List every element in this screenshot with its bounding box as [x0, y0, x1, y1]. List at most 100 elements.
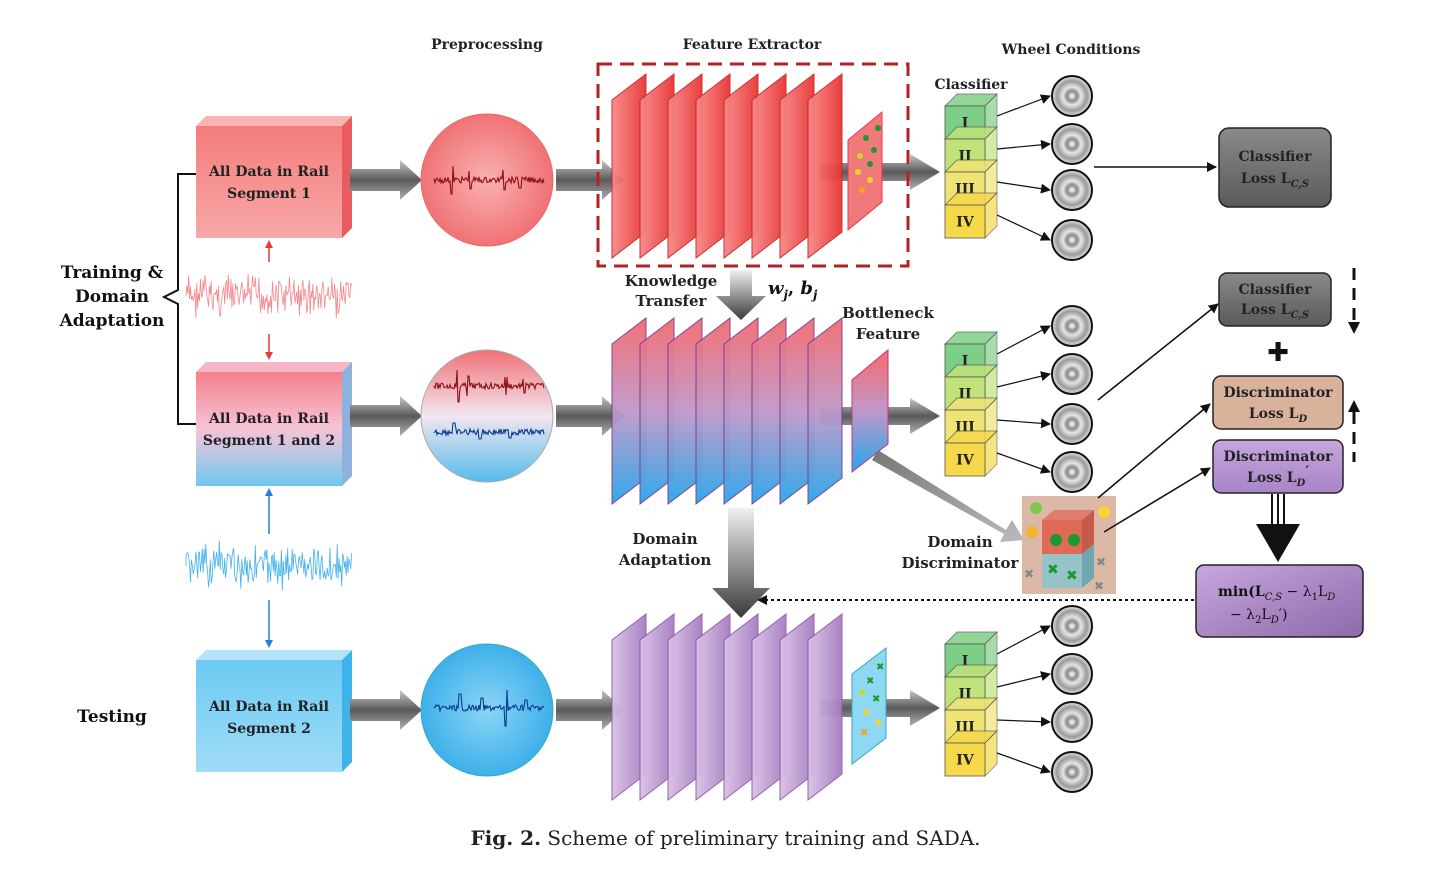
bottleneck-line2: Feature — [856, 325, 920, 343]
raw-signal-blue — [185, 540, 352, 591]
objective-arrow — [1256, 494, 1300, 562]
caption-label: Fig. 2. — [470, 826, 542, 850]
svg-text:✖: ✖ — [860, 728, 868, 739]
svg-text:✖: ✖ — [866, 676, 874, 687]
class-cube-IV: IV — [944, 430, 998, 477]
svg-text:wj, bj: wj, bj — [768, 278, 818, 302]
segment-2-line1: All Data in Rail — [208, 699, 329, 715]
wheel-icon — [996, 701, 1093, 743]
feature-plane-target: ✖ ✖ ✖ ✖ ✖ ✖ ✖ — [851, 646, 887, 766]
arrow-to-discriminator-loss — [1097, 403, 1211, 499]
raw-signal-red — [185, 274, 352, 319]
class-label-I: I — [962, 654, 969, 670]
class-cube-IV: IV — [944, 730, 998, 777]
objective-line2: − λ2LD′) — [1230, 607, 1287, 626]
bottleneck-feature-plane — [851, 348, 889, 474]
wheel-icon — [996, 214, 1093, 261]
objective-box: min(LC,S − λ1LD − λ2LD′) — [1195, 564, 1364, 638]
class-label-I: I — [962, 116, 969, 132]
svg-text:✖: ✖ — [874, 718, 882, 729]
wheel-icon — [996, 169, 1093, 211]
wheel-icon — [996, 403, 1093, 445]
segment-2-line2: Segment 2 — [227, 721, 311, 737]
domain-adaptation-line2: Adaptation — [618, 551, 712, 569]
wheel-icon — [996, 353, 1093, 395]
objective-line1: min(LC,S − λ1LD — [1218, 584, 1335, 603]
label-training-line2: Domain — [75, 287, 149, 307]
classifier-loss-top-line2: Loss LC,S — [1241, 171, 1309, 190]
svg-text:✖: ✖ — [1024, 567, 1034, 581]
feature-extractor-frame — [596, 62, 910, 268]
flow-arrow-2b — [556, 396, 624, 436]
label-training-line1: Training & — [61, 263, 164, 283]
domain-adaptation-line1: Domain — [632, 530, 697, 548]
svg-text:✖: ✖ — [1066, 568, 1078, 584]
arrow-to-discriminator-loss2 — [1103, 467, 1211, 533]
data-box-segment-1-and-2: All Data in Rail Segment 1 and 2 — [196, 362, 352, 486]
preprocessing-circle-blue — [420, 643, 554, 777]
knowledge-transfer-line1: Knowledge — [625, 272, 718, 290]
label-training-line3: Adaptation — [59, 311, 165, 331]
figure-caption: Fig. 2. Scheme of preliminary training a… — [0, 826, 1451, 850]
preprocessing-circle-mixed — [420, 349, 554, 483]
class-label-IV: IV — [956, 215, 975, 231]
wheel-icon — [996, 751, 1093, 793]
header-classifier: Classifier — [934, 77, 1008, 93]
discriminator-loss2-line1: Discriminator — [1223, 449, 1333, 465]
dashed-arrow-down — [1348, 268, 1360, 334]
svg-text:✖: ✖ — [862, 708, 870, 719]
segment-1-line2: Segment 1 — [227, 186, 311, 202]
domain-discriminator-line2: Discriminator — [902, 554, 1020, 572]
svg-text:✖: ✖ — [1094, 579, 1104, 593]
flow-arrow-3a — [350, 690, 422, 730]
class-cube-IV: IV — [944, 192, 998, 239]
wheel-icon — [996, 653, 1093, 695]
wheel-icon — [996, 75, 1093, 117]
wheel-condition-circles — [996, 75, 1093, 793]
domain-discriminator-line1: Domain — [927, 533, 992, 551]
data-box-segment-1: All Data in Rail Segment 1 — [196, 116, 352, 238]
caption-text: Scheme of preliminary training and SADA. — [541, 826, 981, 850]
classifier-loss-box-mid: Classifier Loss LC,S — [1218, 272, 1332, 327]
segment-12-line1: All Data in Rail — [208, 411, 329, 427]
discriminator-loss-box: Discriminator Loss LD — [1212, 375, 1344, 430]
svg-text:✖: ✖ — [1047, 562, 1059, 578]
segment-1-line1: All Data in Rail — [208, 164, 329, 180]
dashed-arrow-up — [1348, 400, 1360, 462]
cnn-layers-shared — [611, 316, 843, 506]
discriminator-loss2-box: Discriminator Loss LD′ — [1212, 439, 1344, 494]
arrow-to-classifier-loss-mid — [1097, 303, 1219, 401]
wheel-icon — [996, 123, 1093, 165]
header-feature-extractor: Feature Extractor — [683, 37, 822, 53]
svg-text:✖: ✖ — [876, 662, 884, 673]
classifier-loss-top-line1: Classifier — [1238, 149, 1312, 165]
bottleneck-line1: Bottleneck — [842, 304, 934, 322]
knowledge-transfer-line2: Transfer — [636, 292, 708, 310]
data-box-segment-2: All Data in Rail Segment 2 — [196, 650, 352, 772]
discriminator-loss2-line2: Loss LD′ — [1247, 464, 1309, 489]
wheel-icon — [996, 605, 1093, 655]
wheel-icon — [996, 305, 1093, 355]
discriminator-loss-line1: Discriminator — [1223, 385, 1333, 401]
flow-arrow-1a — [350, 160, 422, 200]
classifier-loss-box-top: Classifier Loss LC,S — [1218, 127, 1332, 208]
domain-discriminator-box: ✖ ✖ ✖ ✖ ✖ — [1022, 496, 1116, 594]
domain-adaptation-arrow — [712, 508, 770, 618]
preprocessing-circle-red — [420, 113, 554, 247]
label-testing: Testing — [77, 707, 147, 727]
weights-bias-label: wj, bj — [768, 278, 818, 302]
svg-text:✖: ✖ — [1096, 555, 1106, 569]
svg-text:✖: ✖ — [858, 688, 866, 699]
segment-12-line2: Segment 1 and 2 — [203, 433, 335, 449]
plus-icon: ✚ — [1267, 338, 1289, 368]
header-preprocessing: Preprocessing — [431, 37, 543, 53]
class-label-I: I — [962, 354, 969, 370]
knowledge-transfer-arrow — [716, 270, 766, 320]
training-bracket — [161, 173, 196, 425]
classifier-loss-mid-line2: Loss LC,S — [1241, 302, 1309, 321]
cnn-layers-source — [611, 72, 843, 260]
cnn-layers-target — [611, 612, 843, 802]
flow-arrow-3b — [556, 690, 624, 730]
